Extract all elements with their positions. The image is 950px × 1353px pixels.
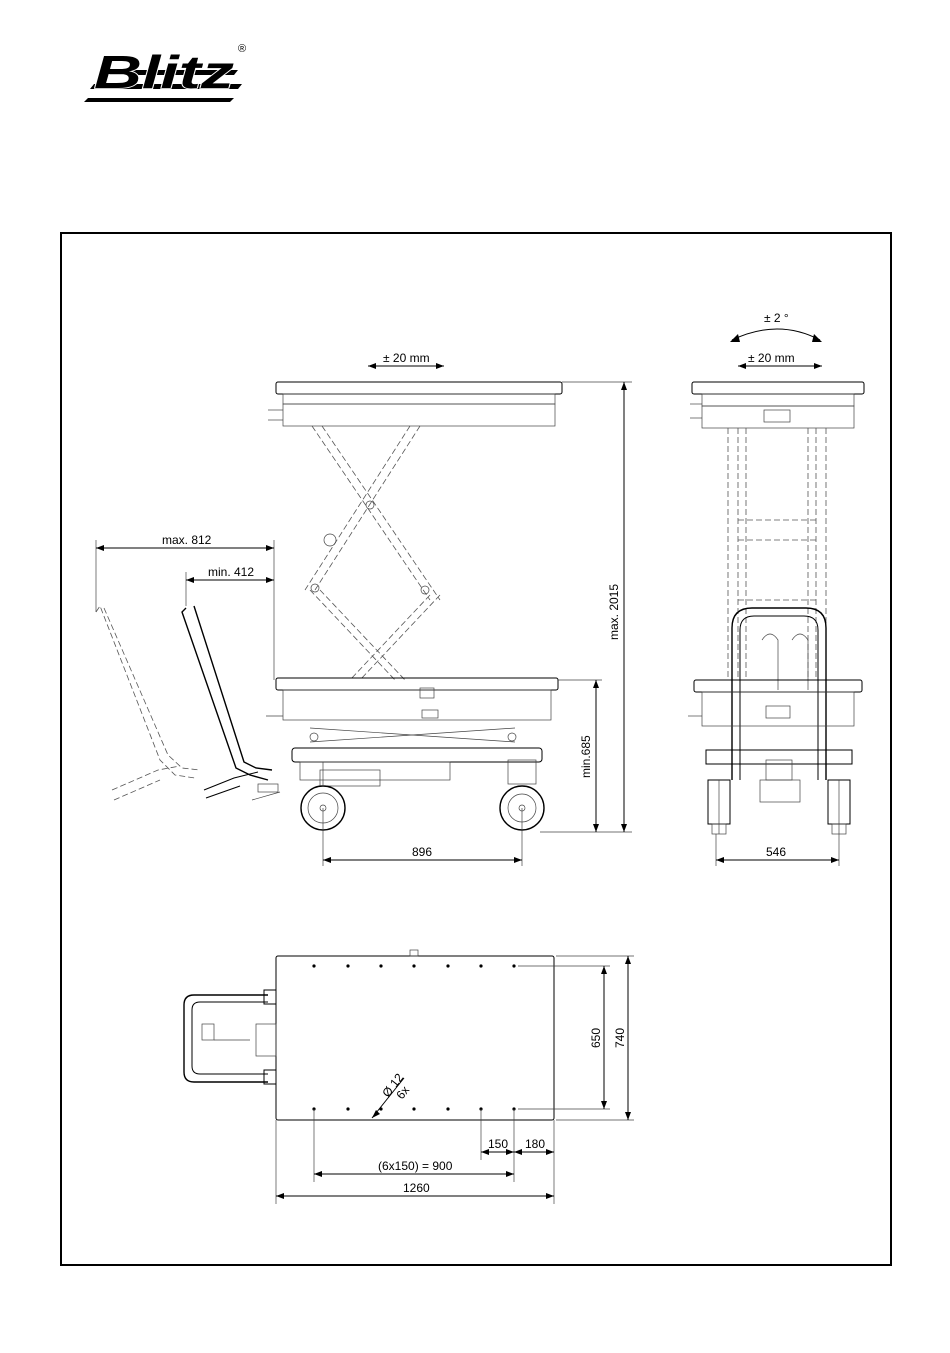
- min-height-label: min.685: [579, 735, 593, 778]
- mounting-holes: [312, 964, 515, 1110]
- side-view-dimensions: ± 20 mm max. 2015 min.685 max. 812 min. …: [96, 351, 632, 866]
- front-shift-label: ± 20 mm: [748, 351, 795, 365]
- top-view: Ø 12 6x: [184, 950, 554, 1120]
- tilt-label: ± 2 °: [764, 311, 789, 325]
- top-view-dimensions: 650 740 150 180 (6x150) = 900 1260: [276, 956, 634, 1204]
- edge-offset-label: 180: [525, 1137, 545, 1151]
- hole-pattern-label: (6x150) = 900: [378, 1159, 453, 1173]
- handle-min-label: min. 412: [208, 565, 254, 579]
- track-label: 546: [766, 845, 786, 859]
- max-height-label: max. 2015: [607, 584, 621, 640]
- width-740-label: 740: [613, 1028, 627, 1048]
- front-view: [688, 382, 864, 834]
- length-label: 1260: [403, 1181, 430, 1195]
- width-650-label: 650: [589, 1028, 603, 1048]
- side-view: [96, 382, 562, 830]
- side-shift-label: ± 20 mm: [383, 351, 430, 365]
- wheelbase-label: 896: [412, 845, 432, 859]
- hole-spacing-label: 150: [488, 1137, 508, 1151]
- handle-max-label: max. 812: [162, 533, 212, 547]
